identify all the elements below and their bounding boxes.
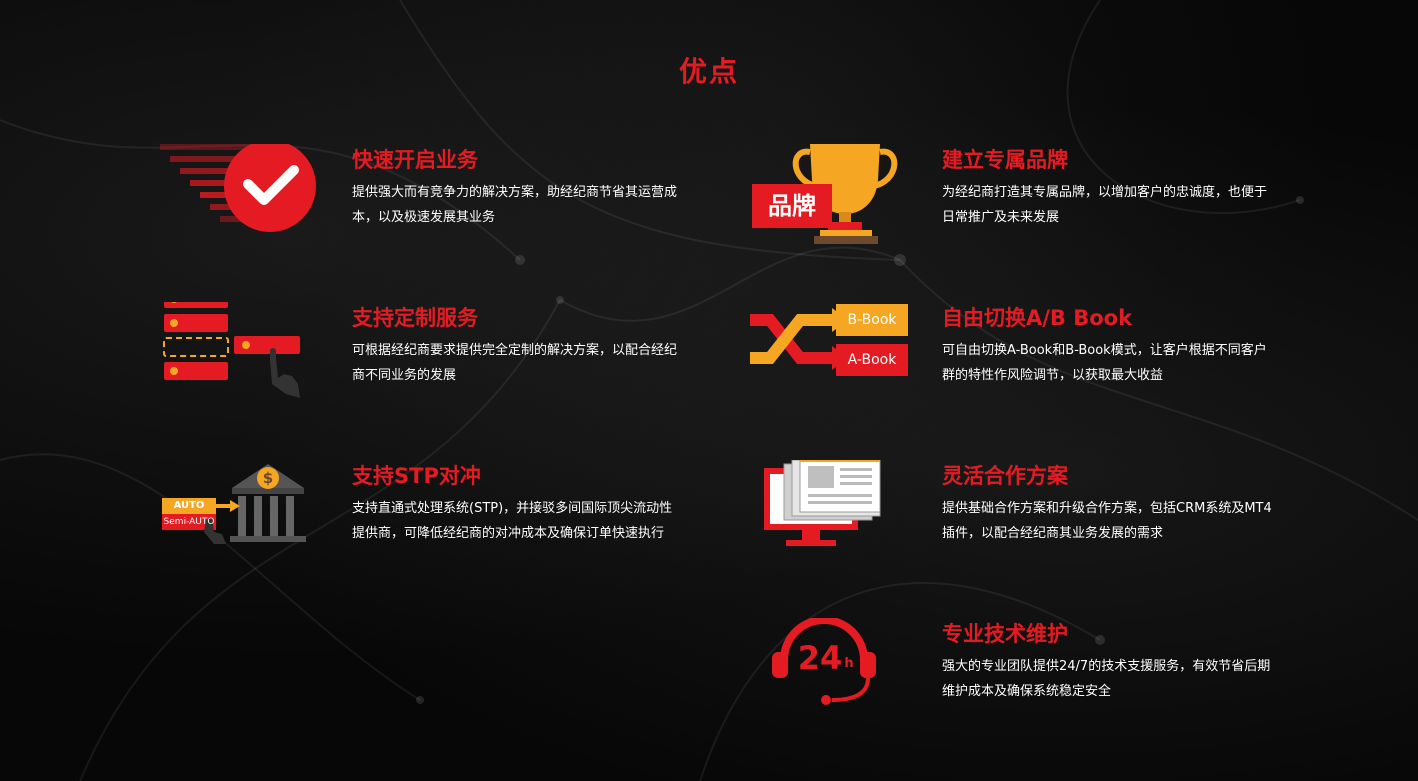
24-label: 24	[797, 639, 843, 677]
feature-description: 提供基础合作方案和升级合作方案，包括CRM系统及MT4插件，以配合经纪商其业务发…	[942, 501, 1272, 541]
feature-description: 可自由切换A-Book和B-Book模式，让客户根据不同客户群的特性作风险调节，…	[942, 343, 1267, 383]
feature-description: 为经纪商打造其专属品牌，以增加客户的忠诚度，也便于日常推广及未来发展	[942, 185, 1268, 225]
support-24h-icon: 24 h	[750, 616, 910, 728]
semi-auto-label: Semi-AUTO	[163, 517, 215, 527]
feature-title: 自由切换A/B Book	[942, 306, 1133, 330]
feature-flexible-plans: 灵活合作方案 提供基础合作方案和升级合作方案，包括CRM系统及MT4插件，以配合…	[750, 455, 1350, 590]
feature-custom-service: 支持定制服务 可根据经纪商要求提供完全定制的解决方案，以配合经纪商不同业务的发展	[160, 290, 760, 432]
feature-ab-book: B-Book A-Book 自由切换A/B Book 可自由切换A-Book和B…	[740, 302, 1350, 432]
a-book-label: A-Book	[847, 352, 897, 368]
b-book-label: B-Book	[847, 312, 897, 328]
feature-title: 建立专属品牌	[942, 148, 1068, 172]
bank-icon: AUTO Semi-AUTO $	[160, 460, 320, 570]
feature-title: 支持STP对冲	[352, 464, 481, 488]
feature-quick-start: 快速开启业务 提供强大而有竞争力的解决方案，助经纪商节省其运营成本，以及极速发展…	[160, 140, 760, 274]
feature-title: 快速开启业务	[352, 148, 478, 172]
feature-title: 专业技术维护	[942, 622, 1068, 646]
auto-label: AUTO	[173, 500, 205, 511]
feature-brand: 品牌 建立专属品牌 为经纪商打造其专属品牌，以增加客户的忠诚度，也便于日常推广及…	[750, 144, 1350, 274]
feature-description: 可根据经纪商要求提供完全定制的解决方案，以配合经纪商不同业务的发展	[352, 343, 678, 383]
check-icon	[160, 140, 320, 254]
feature-title: 灵活合作方案	[942, 464, 1068, 488]
feature-title: 支持定制服务	[352, 306, 478, 330]
trophy-icon: 品牌	[750, 144, 910, 254]
brand-icon-label: 品牌	[768, 192, 816, 220]
feature-stp: AUTO Semi-AUTO $ 支持STP对冲 支持直通式处理系统(STP)，…	[160, 460, 760, 590]
feature-description: 支持直通式处理系统(STP)，并接驳多间国际顶尖流动性提供商，可降低经纪商的对冲…	[352, 501, 673, 541]
page-title: 优点	[678, 55, 739, 88]
custom-service-icon	[160, 290, 320, 412]
monitor-icon	[750, 455, 910, 570]
h-label: h	[844, 656, 854, 671]
feature-description: 提供强大而有竞争力的解决方案，助经纪商节省其运营成本，以及极速发展其业务	[352, 185, 678, 225]
feature-description: 强大的专业团队提供24/7的技术支援服务，有效节省后期维护成本及确保系统稳定安全	[942, 659, 1271, 699]
feature-tech-support: 24 h 专业技术维护 强大的专业团队提供24/7的技术支援服务，有效节省后期维…	[750, 616, 1350, 748]
dollar-icon: $	[262, 469, 274, 487]
switch-icon: B-Book A-Book	[740, 302, 910, 412]
